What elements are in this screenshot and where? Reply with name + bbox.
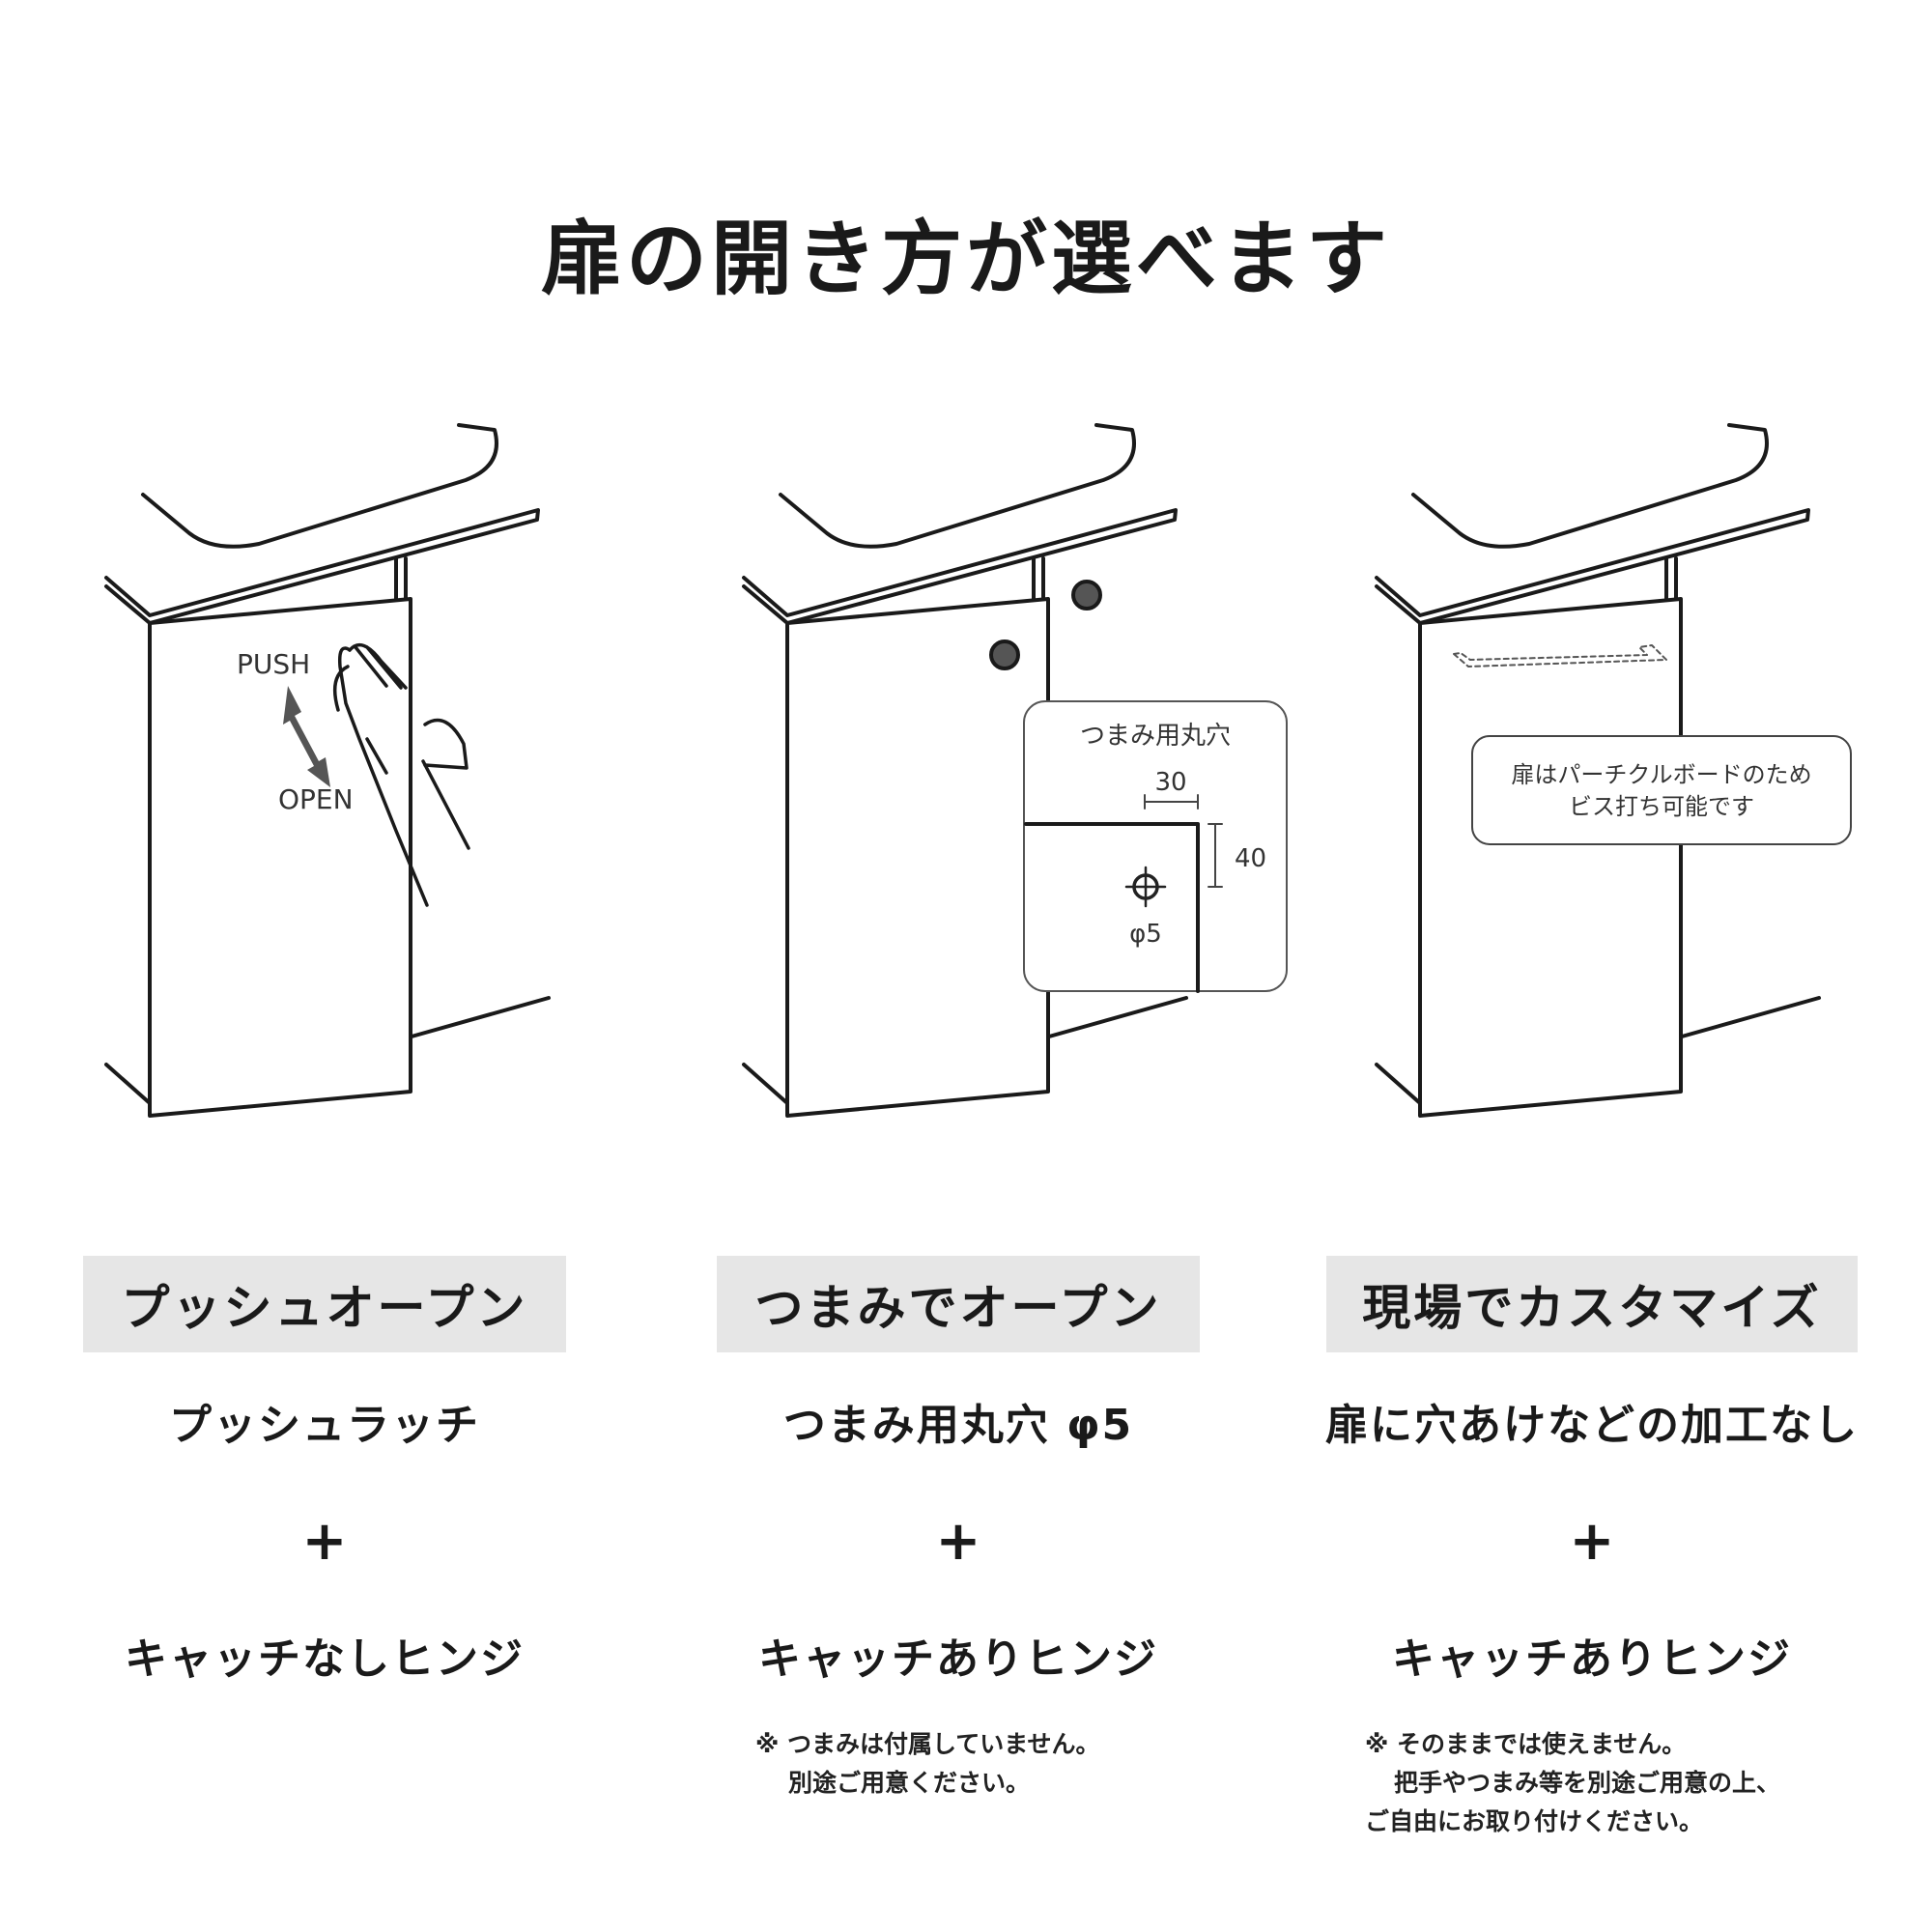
push-label: PUSH	[237, 648, 310, 680]
counter-top	[104, 508, 540, 625]
option-heading: プッシュオープン	[83, 1256, 566, 1352]
cabinet-illustrations: PUSH OPEN つまみ用丸穴 30 40 φ5	[104, 423, 1852, 1118]
cabinet-base-2	[742, 996, 1188, 1105]
option-customize: 現場でカスタマイズ 扉に穴あけなどの加工なし + キャッチありヒンジ ※ そのま…	[1321, 1256, 1862, 1841]
dimension-40: 40	[1235, 844, 1266, 873]
cabinet-base-3	[1375, 996, 1821, 1105]
counter-top-3	[1375, 508, 1810, 625]
door-panel-2	[785, 597, 1050, 1118]
callout-line-1: 扉はパーチクルボードのため	[1511, 761, 1811, 788]
option-feature: 扉に穴あけなどの加工なし	[1325, 1401, 1859, 1450]
sink-bowl-edge-3	[1411, 423, 1769, 549]
knob-icon	[1071, 580, 1102, 611]
hole-diameter: φ5	[1129, 920, 1162, 949]
hand-icon	[332, 642, 470, 907]
plus-sign: +	[935, 1510, 981, 1573]
cabinet-push-open: PUSH OPEN	[104, 423, 551, 1118]
plus-sign: +	[1569, 1510, 1615, 1573]
callout-line-2: ビス打ち可能です	[1569, 793, 1754, 820]
option-push-open: プッシュオープン プッシュラッチ + キャッチなしヒンジ	[54, 1256, 595, 1689]
knob-icon	[989, 639, 1020, 670]
option-feature: プッシュラッチ	[169, 1401, 480, 1450]
handle-outline-dashed	[1453, 644, 1667, 668]
push-open-arrow	[283, 686, 330, 787]
callout-title: つまみ用丸穴	[1080, 722, 1231, 751]
option-heading: つまみでオープン	[717, 1256, 1200, 1352]
note-line: 把手やつまみ等を別途ご用意の上、	[1394, 1769, 1781, 1797]
plus-sign: +	[301, 1510, 348, 1573]
door-panel-3	[1418, 597, 1683, 1118]
option-note: ※ つまみは付属していません。 別途ご用意ください。	[755, 1725, 1161, 1803]
page-title: 扉の開き方が選べます	[540, 212, 1391, 306]
option-knob-open: つまみでオープン つまみ用丸穴 φ5 + キャッチありヒンジ ※ つまみは付属し…	[688, 1256, 1229, 1803]
cabinet-knob-open: つまみ用丸穴 30 40 φ5	[742, 423, 1288, 1118]
note-line: ※ つまみは付属していません。	[755, 1730, 1100, 1758]
dimension-lines	[1144, 794, 1223, 888]
open-label: OPEN	[278, 783, 354, 815]
sink-bowl-edge	[141, 423, 498, 549]
cabinet-base	[104, 996, 551, 1105]
dimension-30: 30	[1154, 768, 1186, 797]
note-line: ご自由にお取り付けください。	[1365, 1807, 1704, 1835]
note-line: ※ そのままでは使えません。	[1365, 1730, 1687, 1758]
note-line: 別途ご用意ください。	[788, 1769, 1031, 1797]
option-hinge: キャッチなしヒンジ	[125, 1634, 525, 1684]
door-corner-detail	[1024, 822, 1200, 993]
hole-crosshair-icon	[1124, 866, 1167, 908]
option-hinge: キャッチありヒンジ	[1392, 1634, 1792, 1684]
cabinet-custom: 扉はパーチクルボードのため ビス打ち可能です	[1375, 423, 1852, 1118]
option-hinge: キャッチありヒンジ	[758, 1634, 1158, 1684]
option-note: ※ そのままでは使えません。 把手やつまみ等を別途ご用意の上、 ご自由にお取り付…	[1365, 1725, 1819, 1841]
option-heading: 現場でカスタマイズ	[1326, 1256, 1858, 1352]
knob-hole-callout	[1023, 700, 1288, 992]
custom-callout	[1471, 735, 1852, 845]
counter-top-2	[742, 508, 1178, 625]
option-feature: つまみ用丸穴 φ5	[782, 1401, 1134, 1450]
sink-bowl-edge-2	[779, 423, 1136, 549]
